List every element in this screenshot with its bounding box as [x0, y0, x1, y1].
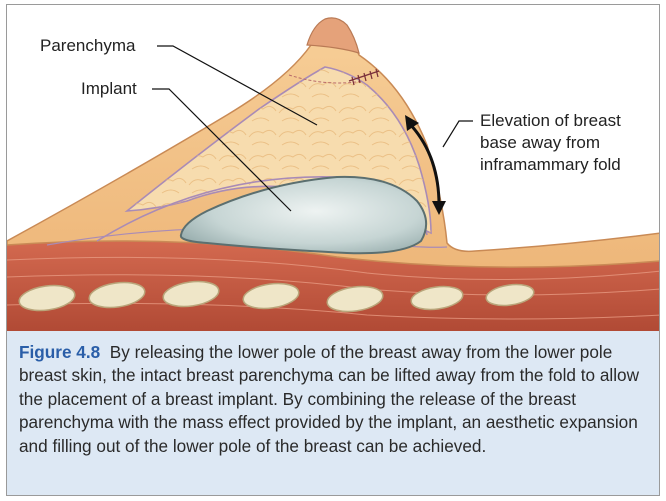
figure-number: Figure 4.8 — [19, 342, 100, 362]
elevation-label-line1: Elevation of breast — [480, 110, 621, 132]
elevation-label-line2: base away from — [480, 132, 600, 154]
figure-caption-box: Figure 4.8 By releasing the lower pole o… — [7, 331, 660, 496]
elevation-leader — [443, 121, 473, 147]
elevation-label-line3: inframammary fold — [480, 154, 621, 176]
implant-label: Implant — [81, 78, 137, 100]
figure-caption: Figure 4.8 By releasing the lower pole o… — [19, 341, 647, 458]
caption-text: By releasing the lower pole of the breas… — [19, 342, 639, 456]
figure-frame: Parenchyma Implant Elevation of breast b… — [6, 4, 660, 496]
parenchyma-label: Parenchyma — [40, 35, 135, 57]
